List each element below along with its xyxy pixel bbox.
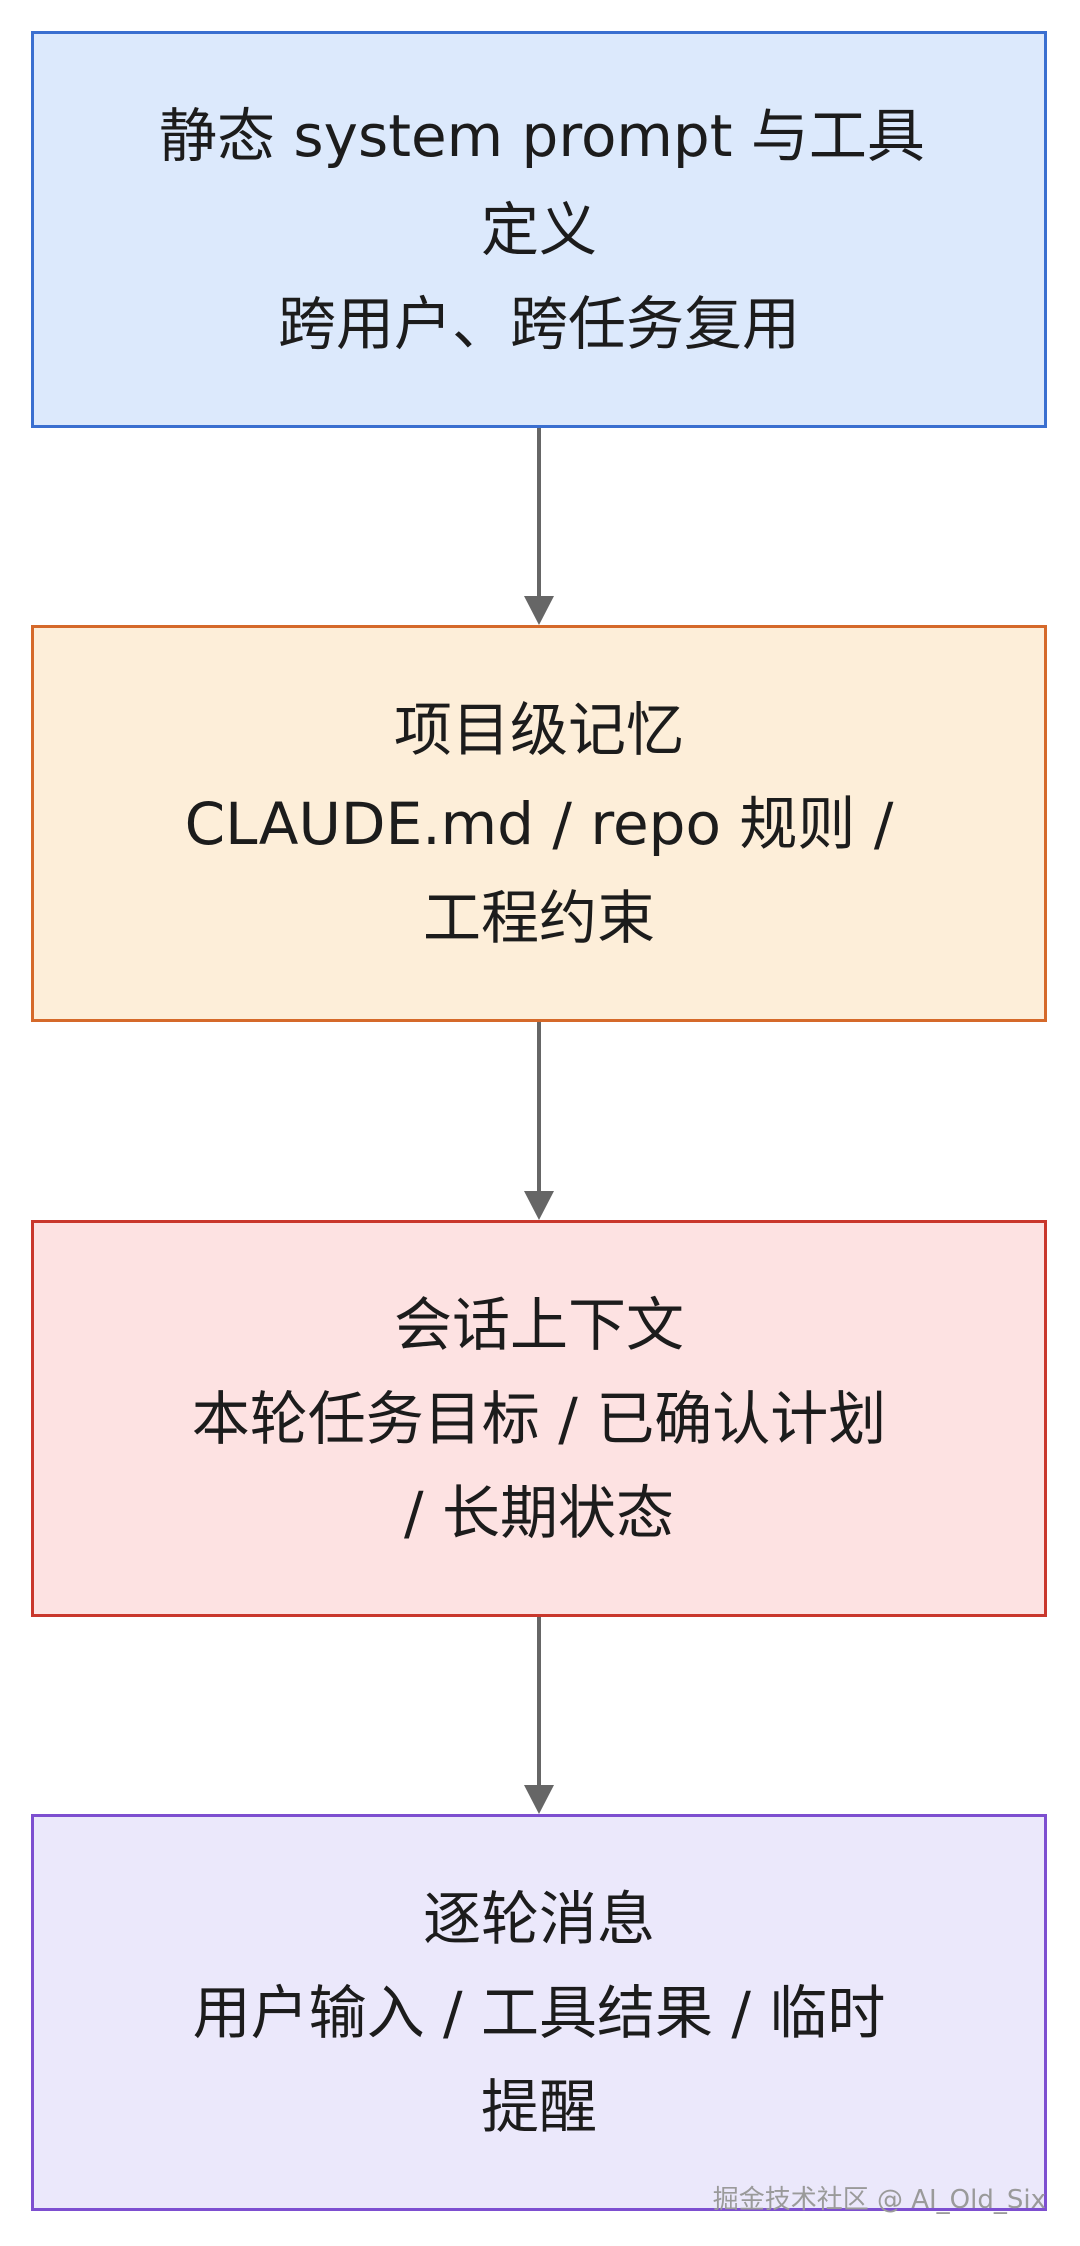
node-label: 会话上下文 本轮任务目标 / 已确认计划 / 长期状态: [159, 1278, 919, 1560]
arrow-down-icon: [524, 596, 554, 625]
node-line: 静态 system prompt 与工具: [159, 101, 925, 170]
edge-2-3: [524, 1022, 554, 1220]
node-line: 会话上下文: [393, 1290, 684, 1359]
node-session-context: 会话上下文 本轮任务目标 / 已确认计划 / 长期状态: [31, 1220, 1047, 1617]
edge-1-2: [524, 428, 554, 625]
node-line: 跨用户、跨任务复用: [277, 289, 800, 358]
node-line: 用户输入 / 工具结果 / 临时: [192, 1978, 886, 2047]
node-label: 静态 system prompt 与工具 定义 跨用户、跨任务复用: [159, 89, 925, 371]
watermark: 掘金技术社区 @ AI_Old_Six: [712, 2185, 1046, 2215]
node-line: 定义: [480, 195, 597, 264]
node-per-turn-messages: 逐轮消息 用户输入 / 工具结果 / 临时 提醒: [31, 1814, 1047, 2211]
arrow-down-icon: [524, 1785, 554, 1814]
node-line: / 长期状态: [404, 1478, 674, 1547]
node-label: 项目级记忆 CLAUDE.md / repo 规则 / 工程约束: [159, 683, 919, 965]
node-static-system-prompt: 静态 system prompt 与工具 定义 跨用户、跨任务复用: [31, 31, 1047, 428]
node-label: 逐轮消息 用户输入 / 工具结果 / 临时 提醒: [159, 1872, 919, 2154]
node-line: 工程约束: [422, 883, 655, 952]
edge-3-4: [524, 1617, 554, 1814]
node-line: CLAUDE.md / repo 规则 /: [184, 789, 894, 858]
arrow-down-icon: [524, 1191, 554, 1220]
node-line: 逐轮消息: [422, 1884, 655, 1953]
node-line: 本轮任务目标 / 已确认计划: [191, 1384, 887, 1453]
node-line: 项目级记忆: [393, 695, 684, 764]
node-project-memory: 项目级记忆 CLAUDE.md / repo 规则 / 工程约束: [31, 625, 1047, 1022]
node-line: 提醒: [480, 2072, 597, 2141]
